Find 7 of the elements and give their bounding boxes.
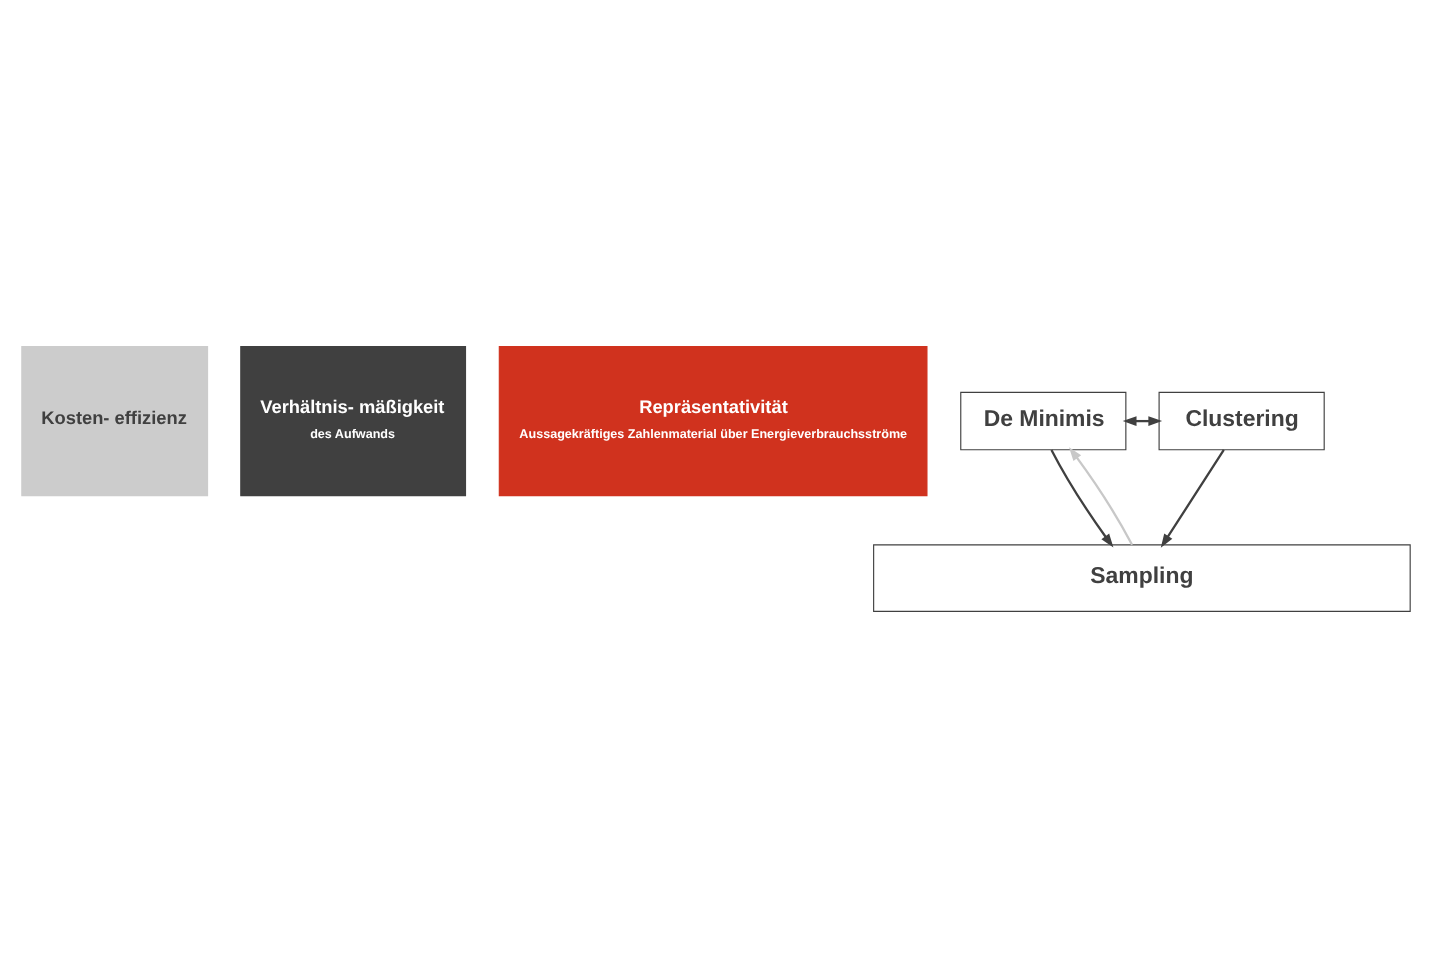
- node-box: De Minimis: [960, 391, 1127, 451]
- node-box: Clustering: [1158, 391, 1325, 451]
- arrow: [1160, 449, 1225, 548]
- node-box: Kosten- effizienz: [21, 346, 209, 497]
- arrow: [1050, 449, 1114, 548]
- arrow: [1069, 447, 1134, 546]
- node-box: Sampling: [873, 544, 1411, 612]
